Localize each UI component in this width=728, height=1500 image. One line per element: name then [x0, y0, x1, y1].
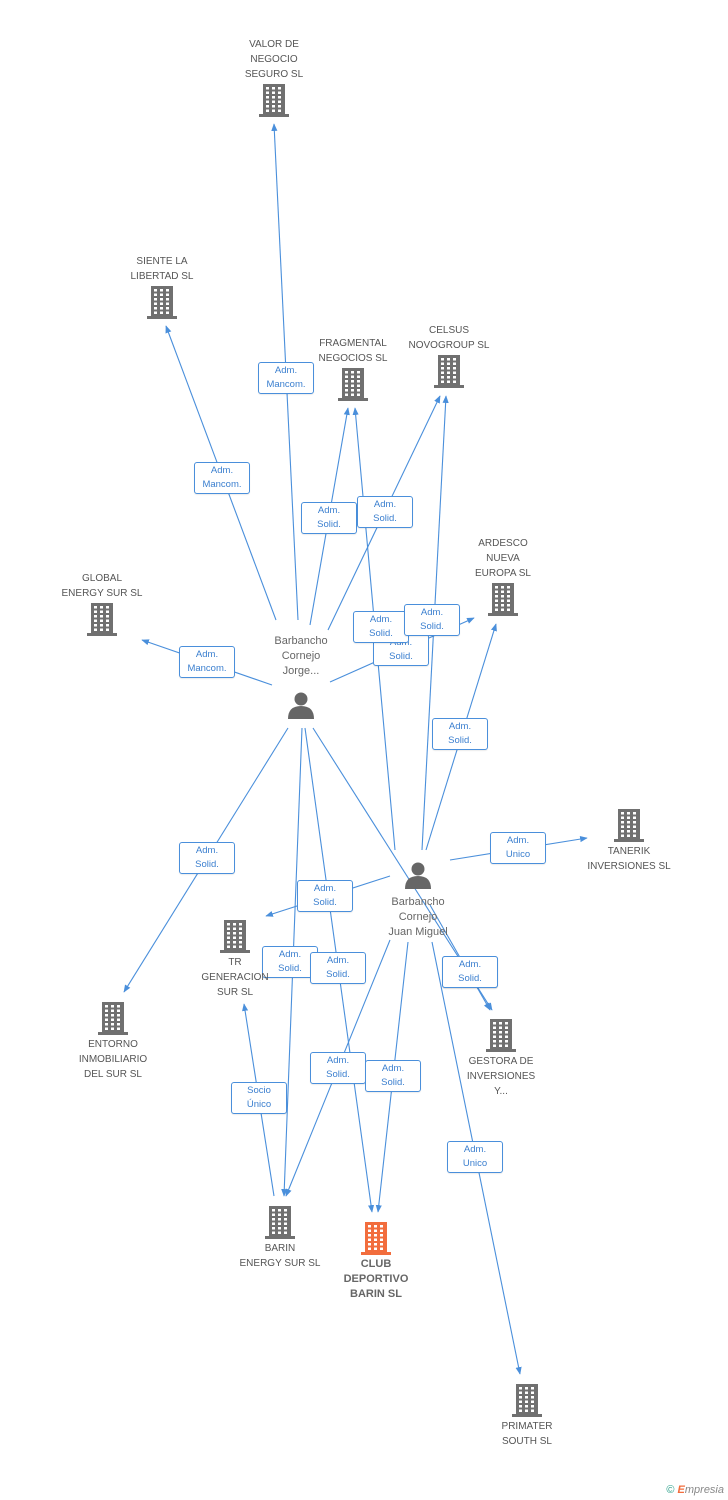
- edge-label-juan-tr: Adm. Solid.: [297, 880, 353, 912]
- building-icon[interactable]: [220, 920, 250, 953]
- company-label-celsus[interactable]: CELSUS NOVOGROUP SL: [408, 325, 490, 351]
- building-icon[interactable]: [512, 1384, 542, 1417]
- company-label-valor[interactable]: VALOR DE NEGOCIO SEGURO SL: [244, 39, 304, 80]
- company-label-siente[interactable]: SIENTE LA LIBERTAD SL: [130, 256, 194, 282]
- company-label-global[interactable]: GLOBAL ENERGY SUR SL: [61, 573, 143, 599]
- edge-label-juan-fragmental: Adm. Solid.: [353, 611, 409, 643]
- edge-label-jorge-valor: Adm. Mancom.: [258, 362, 314, 394]
- edge-label-jorge-club: Adm. Solid.: [310, 952, 366, 984]
- building-icon[interactable]: [434, 355, 464, 388]
- brand-name: mpresia: [684, 1484, 724, 1496]
- edge-label-juan-club: Adm. Solid.: [365, 1060, 421, 1092]
- building-icon[interactable]: [259, 84, 289, 117]
- building-icon[interactable]: [265, 1206, 295, 1239]
- building-icon[interactable]: [87, 603, 117, 636]
- company-label-tr[interactable]: TR GENERACION SUR SL: [201, 957, 269, 998]
- person-label-jorge[interactable]: Barbancho Cornejo Jorge...: [274, 635, 328, 677]
- edge-label-jorge-fragmental: Adm. Solid.: [301, 502, 357, 534]
- company-label-tanerik[interactable]: TANERIK INVERSIONES SL: [587, 846, 671, 872]
- edge-label-jorge-global: Adm. Mancom.: [179, 646, 235, 678]
- company-label-primater[interactable]: PRIMATER SOUTH SL: [501, 1421, 553, 1447]
- brand-initial: E: [677, 1484, 685, 1496]
- edge-label-juan-ardesco: Adm. Solid.: [432, 718, 488, 750]
- building-icon[interactable]: [147, 286, 177, 319]
- edge-label-juan-celsus: Adm. Solid.: [404, 604, 460, 636]
- company-label-gestora[interactable]: GESTORA DE INVERSIONES Y...: [466, 1056, 536, 1097]
- person-icon[interactable]: [288, 692, 314, 720]
- edge-label-juan-gestora: Adm. Solid.: [442, 956, 498, 988]
- building-icon[interactable]: [614, 809, 644, 842]
- edge-label-jorge-siente: Adm. Mancom.: [194, 462, 250, 494]
- edge-label-juan-primater: Adm. Unico: [447, 1141, 503, 1173]
- building-icon[interactable]: [98, 1002, 128, 1035]
- building-icon[interactable]: [488, 583, 518, 616]
- company-label-entorno[interactable]: ENTORNO INMOBILIARIO DEL SUR SL: [78, 1039, 148, 1080]
- building-icon[interactable]: [361, 1222, 391, 1255]
- edge-label-juan-barin: Adm. Solid.: [310, 1052, 366, 1084]
- edge-label-jorge-entorno: Adm. Solid.: [179, 842, 235, 874]
- edge-label-jorge-celsus: Adm. Solid.: [357, 496, 413, 528]
- company-label-fragmental[interactable]: FRAGMENTAL NEGOCIOS SL: [318, 338, 388, 364]
- company-label-barin[interactable]: BARIN ENERGY SUR SL: [239, 1243, 321, 1269]
- company-label-club[interactable]: CLUB DEPORTIVO BARIN SL: [343, 1258, 409, 1300]
- copyright-symbol: ©: [666, 1484, 675, 1496]
- company-label-ardesco[interactable]: ARDESCO NUEVA EUROPA SL: [475, 538, 531, 579]
- building-icon[interactable]: [486, 1019, 516, 1052]
- edge-label-barin-tr: Socio Único: [231, 1082, 287, 1114]
- edge-label-jorge-barin: Adm. Solid.: [262, 946, 318, 978]
- empresia-logo: © Empresia: [666, 1484, 724, 1496]
- person-label-juan[interactable]: Barbancho Cornejo Juan Miguel: [388, 896, 448, 938]
- person-icon[interactable]: [405, 862, 431, 890]
- building-icon[interactable]: [338, 368, 368, 401]
- edge-label-juan-tanerik: Adm. Unico: [490, 832, 546, 864]
